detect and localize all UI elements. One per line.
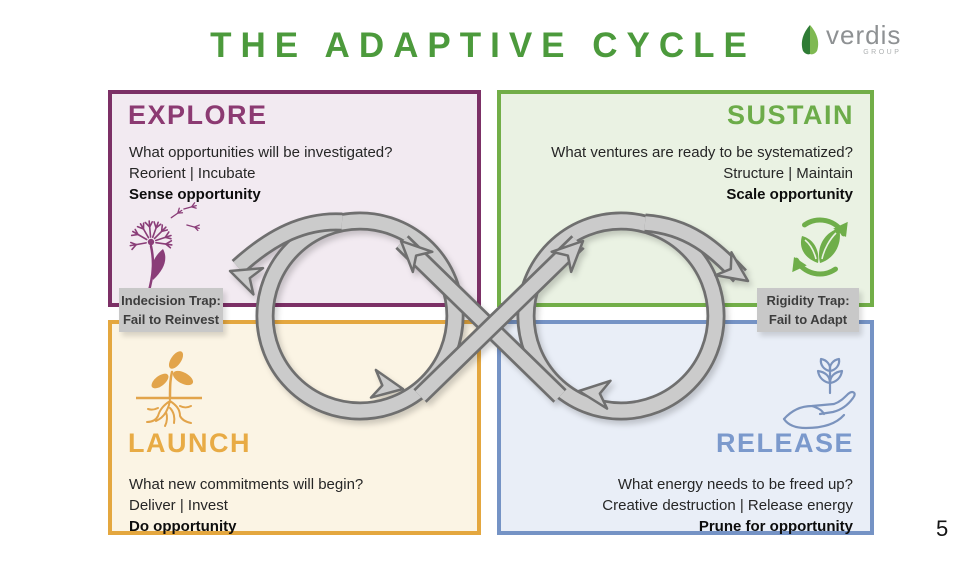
explore-quadrant: EXPLORE What opportunities will be inves… xyxy=(108,90,481,307)
logo-subtitle: GROUP xyxy=(863,49,902,56)
launch-opportunity: Do opportunity xyxy=(129,518,237,535)
explore-opportunity: Sense opportunity xyxy=(129,186,261,203)
release-opportunity: Prune for opportunity xyxy=(698,518,853,535)
sustain-question: What ventures are ready to be systematiz… xyxy=(551,144,853,161)
infinity-loop-arrows xyxy=(223,211,758,421)
launch-actions: Deliver | Invest xyxy=(129,497,228,514)
explore-actions: Reorient | Incubate xyxy=(129,165,256,182)
sustain-title: SUSTAIN xyxy=(726,100,854,130)
sustain-actions: Structure | Maintain xyxy=(723,165,853,182)
launch-question: What new commitments will begin? xyxy=(129,476,364,493)
sustain-quadrant: SUSTAIN What ventures are ready to be sy… xyxy=(497,90,874,307)
seedling-roots-icon xyxy=(130,348,210,437)
leaves-recycle-icon xyxy=(778,210,862,289)
launch-quadrant: LAUNCH What new commitments will begin? … xyxy=(108,320,481,535)
logo-name: verdis xyxy=(826,20,902,50)
page-number: 5 xyxy=(936,516,949,541)
verdis-group-logo: verdis GROUP xyxy=(799,22,901,56)
dandelion-seeds-icon xyxy=(120,201,201,302)
rigidity-trap-label: Rigidity Trap: Fail to Adapt xyxy=(757,288,859,332)
explore-title: EXPLORE xyxy=(128,100,268,130)
release-question: What energy needs to be freed up? xyxy=(617,476,853,493)
release-title: RELEASE xyxy=(715,428,854,458)
page-title: THE ADAPTIVE CYCLE xyxy=(210,26,756,65)
explore-question: What opportunities will be investigated? xyxy=(129,144,393,161)
release-quadrant: RELEASE What energy needs to be freed up… xyxy=(497,320,874,535)
hand-plant-icon xyxy=(778,357,862,442)
release-actions: Creative destruction | Release energy xyxy=(602,497,853,514)
leaf-logo-icon xyxy=(801,25,819,55)
launch-title: LAUNCH xyxy=(128,428,251,458)
indecision-trap-label: Indecision Trap: Fail to Reinvest xyxy=(119,288,223,332)
sustain-opportunity: Scale opportunity xyxy=(726,186,853,203)
